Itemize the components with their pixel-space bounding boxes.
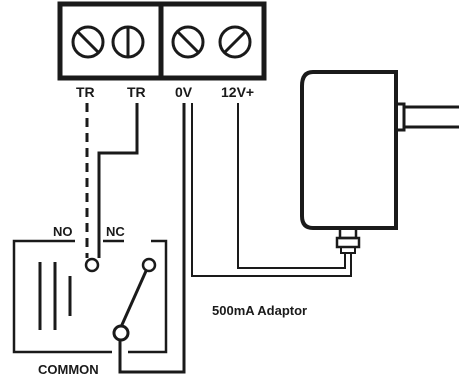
relay-common-contact bbox=[112, 324, 130, 342]
terminal-block bbox=[57, 1, 267, 81]
terminal-label-0v: 0V bbox=[175, 84, 193, 100]
terminal-label-tr-2: TR bbox=[127, 84, 146, 100]
adaptor-plug-neck bbox=[394, 102, 406, 132]
relay-no-contact bbox=[84, 257, 100, 273]
adaptor-label: 500mA Adaptor bbox=[212, 303, 307, 318]
relay-label-no: NO bbox=[53, 224, 73, 239]
terminal-screw-2 bbox=[111, 25, 145, 59]
power-adaptor bbox=[300, 70, 459, 254]
relay-box bbox=[12, 239, 168, 354]
relay-label-nc: NC bbox=[106, 224, 125, 239]
relay-label-common: COMMON bbox=[38, 362, 99, 377]
relay-nc-contact bbox=[141, 257, 157, 273]
terminal-screw-1 bbox=[71, 25, 105, 59]
terminal-label-12v: 12V+ bbox=[221, 84, 254, 100]
wire-tr-nc bbox=[97, 103, 139, 258]
adaptor-body bbox=[300, 70, 398, 230]
wire-0v-adaptor bbox=[191, 103, 352, 277]
adaptor-connector bbox=[335, 236, 361, 249]
terminal-screw-3 bbox=[171, 25, 205, 59]
terminal-screw-4 bbox=[218, 25, 252, 59]
wire-12v-adaptor bbox=[237, 103, 346, 269]
adaptor-connector-tip bbox=[340, 246, 356, 254]
wire-0v-common bbox=[118, 103, 186, 374]
terminal-label-tr-1: TR bbox=[76, 84, 95, 100]
relay-switch-arm bbox=[119, 270, 148, 328]
